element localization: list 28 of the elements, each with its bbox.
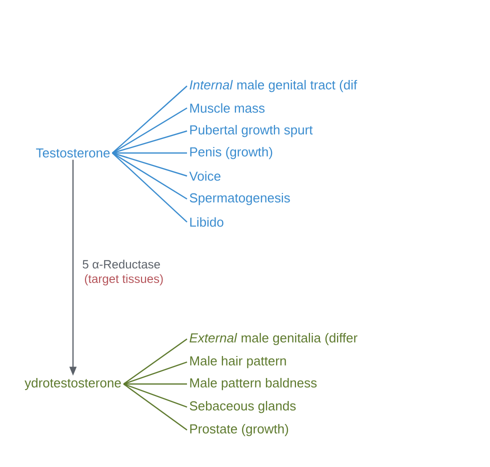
effect-label: Pubertal growth spurt bbox=[190, 124, 313, 138]
effect-label: Sebaceous glands bbox=[190, 400, 296, 414]
connector-line bbox=[123, 338, 188, 384]
connector-line bbox=[123, 384, 188, 430]
connector-line bbox=[112, 152, 188, 200]
edge-label: 5 α-Reductase bbox=[82, 260, 160, 269]
effect-label: External male genitalia (differ bbox=[190, 332, 358, 346]
hormone-label: Testosterone bbox=[36, 148, 110, 158]
connector-line bbox=[112, 130, 188, 154]
effect-label: Spermatogenesis bbox=[190, 192, 290, 206]
connector-line bbox=[112, 152, 187, 154]
connector-line bbox=[123, 383, 188, 408]
connector-line bbox=[112, 152, 188, 222]
connector-line bbox=[112, 152, 188, 177]
note-text: (target tissues) bbox=[84, 274, 163, 286]
effect-label: Male hair pattern bbox=[190, 356, 286, 368]
effect-label: Muscle mass bbox=[190, 103, 265, 113]
effect-label: Penis (growth) bbox=[190, 146, 272, 160]
effect-label: Male pattern baldness bbox=[190, 378, 317, 390]
connector-line bbox=[124, 383, 187, 385]
hormone-label: ydrotestosterone bbox=[24, 378, 121, 390]
effect-label: Voice bbox=[189, 171, 220, 181]
connector-line bbox=[123, 361, 188, 385]
effect-label: Prostate (growth) bbox=[190, 424, 288, 436]
connector-line bbox=[112, 108, 188, 154]
effect-label: Internal male genital tract (dif bbox=[190, 80, 358, 92]
effect-label: Libido bbox=[190, 217, 224, 227]
connector-line bbox=[112, 86, 188, 154]
